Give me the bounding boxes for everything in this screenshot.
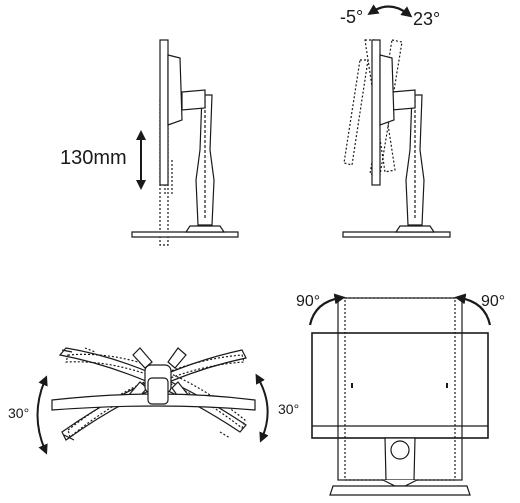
swivel-panel: [36, 347, 269, 455]
tilt-monitor-profile: [371, 39, 381, 186]
tilt-max-label: 23°: [413, 9, 440, 29]
portrait-ghost: [344, 297, 456, 481]
pivot-right-arrow: [454, 293, 492, 326]
swivel-right-arrow: [255, 373, 269, 443]
swivel-right-label: 30°: [278, 401, 299, 417]
tilt-arrow: [367, 4, 413, 18]
height-adjust-panel: [131, 39, 239, 246]
tilt-min-label: -5°: [340, 7, 363, 27]
monitor-profile: [159, 39, 169, 186]
pivot-panel: [308, 293, 492, 496]
swivel-left-label: 30°: [8, 405, 29, 421]
pivot-left-arrow: [308, 293, 346, 326]
pivot-stand: [329, 437, 471, 496]
tilt-stand-base: [342, 231, 451, 238]
tilt-panel: [342, 4, 451, 238]
height-label: 130mm: [60, 147, 127, 169]
pivot-left-label: 90°: [296, 293, 320, 310]
stand-base: [131, 231, 239, 238]
pivot-right-label: 90°: [481, 293, 505, 310]
swivel-left-arrow: [36, 375, 48, 455]
